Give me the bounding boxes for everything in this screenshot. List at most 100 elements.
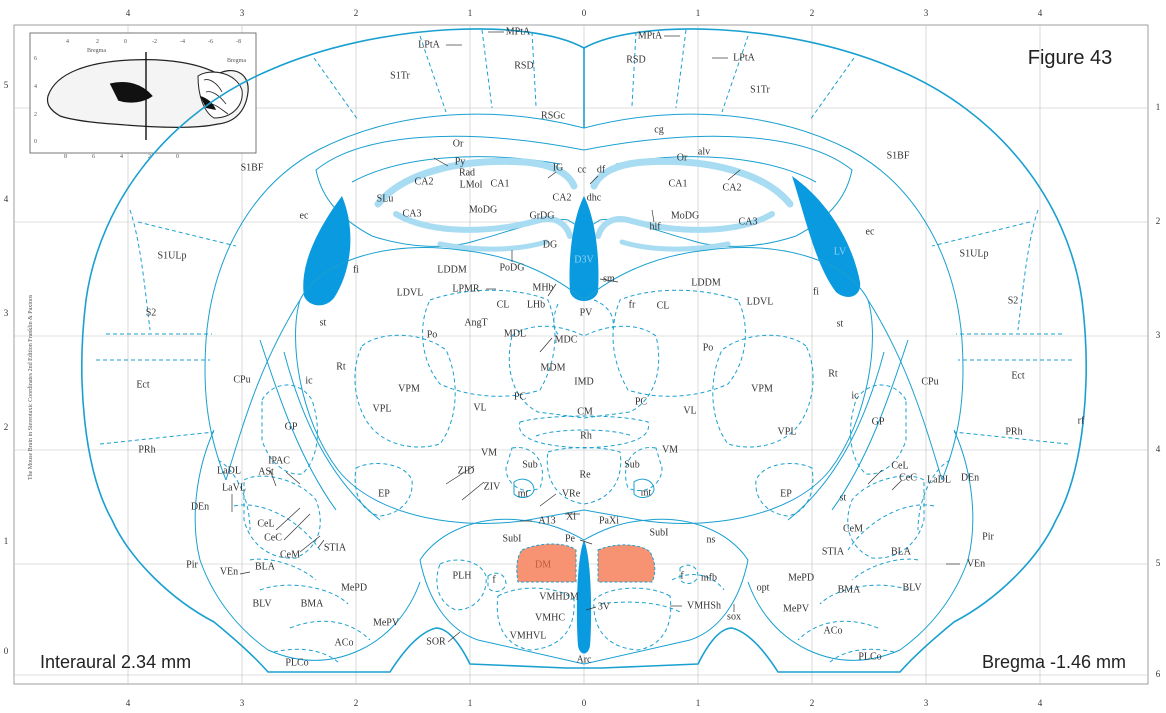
region-label: SOR: [426, 636, 446, 647]
region-label: GrDG: [530, 210, 555, 221]
inset-tick: 4: [120, 154, 123, 160]
region-label: CA2: [723, 182, 742, 193]
region-label: SLu: [377, 193, 394, 204]
region-label: VM: [662, 444, 678, 455]
region-label: MePD: [341, 582, 367, 593]
dm-nucleus-right: [597, 544, 656, 583]
region-label: AngT: [464, 317, 487, 328]
region-label: st: [837, 318, 844, 329]
region-label: CA1: [491, 178, 510, 189]
axis-top-tick: 2: [354, 8, 359, 18]
axis-top-tick: 2: [810, 8, 815, 18]
region-label: f: [492, 574, 496, 585]
region-label: Or: [453, 138, 464, 149]
region-label: VMHSh: [687, 600, 721, 611]
axis-bottom-tick: 2: [810, 698, 815, 708]
region-label: VPM: [751, 383, 773, 394]
inset-tick: 8: [64, 154, 67, 160]
region-label: PRh: [1005, 426, 1022, 437]
region-label: S2: [1008, 295, 1019, 306]
region-label: LDDM: [691, 277, 721, 288]
region-label: Sub: [624, 459, 640, 470]
region-label: Rh: [580, 430, 592, 441]
inset-tick: 4: [34, 84, 37, 90]
region-label: CA1: [669, 178, 688, 189]
region-label: Or: [677, 152, 688, 163]
region-label: Pe: [565, 533, 576, 544]
region-label: RSGc: [541, 110, 565, 121]
inset-tick: -4: [180, 39, 185, 45]
axis-bottom-tick: 3: [240, 698, 245, 708]
dentate-left: [393, 211, 573, 239]
axis-right-tick: 3: [1156, 330, 1161, 340]
region-label: CA3: [739, 216, 758, 227]
bregma-label: Bregma -1.46 mm: [982, 652, 1126, 672]
region-label: Rt: [828, 368, 838, 379]
region-label: MoDG: [469, 204, 497, 215]
region-label: Arc: [577, 654, 593, 665]
grid: [14, 25, 1148, 684]
axis-bottom: 4 3 2 1 0 1 2 3 4: [126, 698, 1043, 708]
region-label: ACo: [335, 637, 354, 648]
figure-title: Figure 43: [1028, 47, 1113, 69]
region-label: st: [840, 492, 847, 503]
region-label: LHb: [527, 299, 545, 310]
region-label: CeM: [843, 523, 863, 534]
region-label: CeC: [264, 532, 282, 543]
inset-tick: 6: [92, 154, 95, 160]
region-label: ACo: [824, 625, 843, 636]
region-label: BLA: [255, 561, 276, 572]
region-label: ASt: [258, 466, 274, 477]
axis-top-tick: 4: [126, 8, 131, 18]
inset-tick: 2: [96, 39, 99, 45]
region-label: PaXi: [599, 515, 619, 526]
region-label: PLCo: [285, 657, 308, 668]
region-label: Py: [455, 156, 466, 167]
region-label: IMD: [574, 376, 593, 387]
region-label: VEn: [220, 566, 238, 577]
region-label: df: [597, 164, 606, 175]
region-label: mt: [518, 488, 529, 499]
axis-left-tick: 3: [4, 308, 9, 318]
region-label: S1Tr: [390, 70, 410, 81]
region-label: PC: [635, 396, 648, 407]
thalamus-outline: [295, 247, 873, 524]
axis-bottom-tick: 1: [696, 698, 701, 708]
region-label: MePD: [788, 572, 814, 583]
inset-tick: 2: [34, 112, 37, 118]
inset-bregma-label: Bregma: [87, 48, 106, 54]
sagittal-inset: 4 2 0 -2 -4 -6 -8 Bregma Bregma 6 4 2 0 …: [29, 32, 257, 160]
axis-bottom-tick: 2: [354, 698, 359, 708]
region-label: CA2: [553, 192, 572, 203]
region-label: Rad: [459, 167, 475, 178]
region-label: MePV: [783, 603, 810, 614]
region-label: Re: [579, 469, 591, 480]
region-label: CPu: [921, 376, 938, 387]
axis-left-tick: 5: [4, 80, 9, 90]
region-label: fi: [813, 286, 819, 297]
inset-tick: -2: [152, 39, 157, 45]
region-label: MPtA: [506, 26, 531, 37]
region-label-d3v: D3V: [574, 254, 594, 265]
axis-bottom-tick: 4: [126, 698, 131, 708]
region-label: CL: [497, 299, 510, 310]
lateral-ventricle-left: [303, 196, 351, 306]
region-label: PC: [514, 391, 527, 402]
axis-right-tick: 4: [1156, 444, 1161, 454]
region-label: VL: [473, 402, 486, 413]
inset-tick: 0: [124, 39, 127, 45]
brain-outline: [81, 28, 1087, 673]
region-label: SubI: [503, 533, 522, 544]
region-label: SubI: [650, 527, 669, 538]
inset-tick: 2: [148, 154, 151, 160]
region-label: BMA: [301, 598, 325, 609]
region-label: LPMR: [452, 283, 480, 294]
region-label: MDM: [540, 362, 565, 373]
region-label: rf: [1078, 415, 1085, 426]
region-label: CeL: [257, 518, 274, 529]
region-label: EP: [378, 488, 390, 499]
region-label: LaVL: [222, 482, 246, 493]
region-label: IG: [553, 162, 564, 173]
region-label: PRh: [138, 444, 155, 455]
